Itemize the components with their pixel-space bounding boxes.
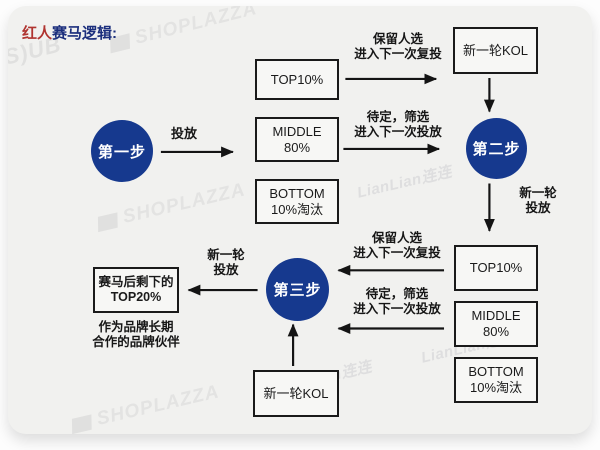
watermark-layer: SHOPLAZZA S)UB SHOPLAZZA SHOPLAZZA LianL…	[8, 6, 592, 434]
watermark-brand-middle: SHOPLAZZA	[95, 179, 247, 234]
watermark-brand-top: SHOPLAZZA	[108, 6, 260, 56]
watermark-brand-bottom: SHOPLAZZA	[69, 381, 221, 434]
watermark-lian-3: LianLian连连	[275, 358, 374, 397]
brand-logo-mark-icon	[97, 211, 118, 232]
watermark-lian-1: LianLian连连	[355, 163, 454, 202]
watermark-partial-left: S)UB	[8, 31, 64, 70]
flowchart-card: SHOPLAZZA S)UB SHOPLAZZA SHOPLAZZA LianL…	[8, 6, 592, 434]
watermark-lian-2: LianLian连连	[419, 328, 518, 367]
brand-logo-mark-icon	[109, 32, 130, 53]
brand-logo-mark-icon	[71, 413, 92, 434]
